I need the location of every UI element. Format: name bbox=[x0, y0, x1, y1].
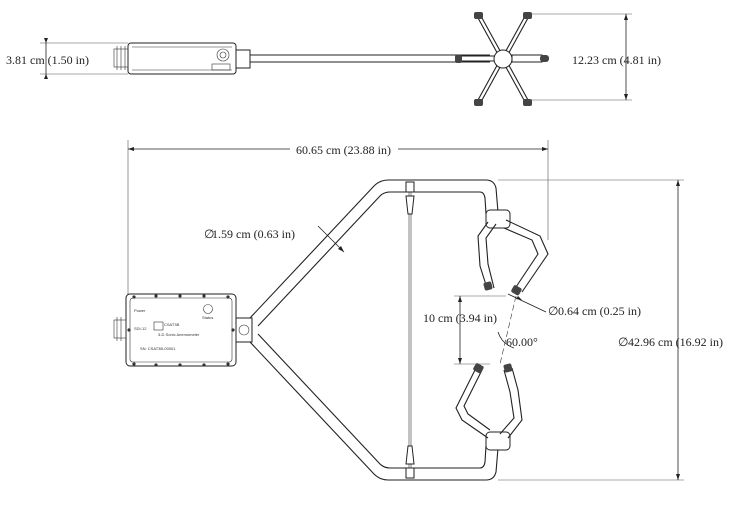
lower-transducer-cluster bbox=[455, 363, 523, 451]
top-height-label: 3.81 cm (1.50 in) bbox=[6, 53, 89, 67]
status-led-top-inner bbox=[219, 51, 227, 59]
mount-bracket bbox=[235, 317, 253, 343]
upper-transducer-left bbox=[477, 221, 489, 289]
top-transducer-hub bbox=[455, 12, 549, 106]
lower-arm-inner bbox=[257, 333, 487, 469]
box-screws bbox=[127, 294, 235, 367]
length-arrow-left bbox=[128, 147, 134, 151]
top-height-arrow-lower bbox=[44, 74, 48, 79]
box-label-sdi: SDI-12 bbox=[134, 326, 147, 331]
top-view: 3.81 cm (1.50 in) bbox=[6, 12, 661, 106]
transducer-span-label: 12.23 cm (4.81 in) bbox=[572, 53, 661, 67]
transducer-tip bbox=[523, 12, 532, 19]
transducer-head bbox=[473, 363, 484, 374]
upper-transducer-right-inner bbox=[503, 227, 539, 291]
lower-transducer-left bbox=[455, 367, 489, 439]
overall-diameter-symbol: ∅ bbox=[618, 335, 628, 349]
nose-probe bbox=[511, 54, 543, 63]
lower-arm-outer bbox=[249, 341, 499, 481]
status-led-top bbox=[216, 48, 230, 62]
span-arrow-lower bbox=[624, 94, 628, 100]
path-arrow-lower bbox=[458, 358, 462, 364]
rod-end-lower bbox=[405, 445, 415, 465]
status-led bbox=[203, 304, 213, 314]
transducer-tip bbox=[523, 99, 532, 106]
overall-diameter-label: 42.96 cm (16.92 in) bbox=[628, 335, 723, 349]
angle-centerline bbox=[499, 295, 517, 365]
transducer-tip bbox=[455, 55, 462, 63]
upper-arm bbox=[249, 179, 499, 327]
nose-probe-tip bbox=[540, 55, 549, 62]
transducer-head bbox=[511, 285, 522, 296]
transducer-tip bbox=[474, 99, 483, 106]
support-rod bbox=[405, 192, 415, 468]
arm-diameter-arrow bbox=[338, 246, 344, 252]
diameter-arrow-upper bbox=[676, 180, 680, 186]
box-label-status: Status bbox=[202, 315, 213, 320]
arm-diameter-label: 1.59 cm (0.63 in) bbox=[212, 227, 295, 241]
box-label-power: Power bbox=[134, 308, 146, 313]
hub-top bbox=[493, 49, 513, 69]
upper-arm-inner bbox=[257, 191, 487, 327]
transducer-arm bbox=[477, 17, 501, 59]
lower-transducer-right bbox=[507, 367, 523, 439]
overall-length-label: 60.65 cm (23.88 in) bbox=[296, 143, 391, 157]
electronics-box: CSAT3B 3-D Sonic Anemometer Power SDI-12… bbox=[113, 293, 237, 367]
diameter-arrow-lower bbox=[676, 474, 680, 480]
lower-arm bbox=[249, 333, 499, 481]
transducer-head bbox=[483, 281, 493, 291]
transducer-diameter-leader bbox=[507, 293, 547, 313]
lower-transducer-left-inner bbox=[463, 369, 491, 431]
transducer-arm bbox=[477, 59, 501, 101]
arm-diameter-symbol: ∅ bbox=[204, 227, 214, 241]
path-arrow-upper bbox=[458, 296, 462, 302]
rod-end-upper bbox=[405, 195, 415, 215]
upper-transducer-hub bbox=[485, 209, 511, 229]
brand-logo-mark bbox=[153, 321, 164, 331]
lower-clamp bbox=[405, 467, 415, 479]
transducer-diameter-label: 0.64 cm (0.25 in) bbox=[558, 304, 641, 318]
transducer-diameter-arrow bbox=[516, 296, 522, 300]
electronics-box-top bbox=[127, 42, 237, 75]
length-arrow-right bbox=[542, 147, 548, 151]
angle-label: 60.00° bbox=[506, 335, 538, 349]
upper-clamp bbox=[405, 181, 415, 193]
path-length-label: 10 cm (3.94 in) bbox=[423, 311, 497, 325]
lower-transducer-right-inner bbox=[499, 369, 515, 435]
top-height-arrow-upper bbox=[44, 38, 48, 43]
mount-block-top bbox=[235, 49, 251, 69]
transducer-diameter-symbol: ∅ bbox=[548, 304, 558, 318]
transducer-arm bbox=[505, 59, 529, 101]
lower-transducer-hub bbox=[485, 431, 511, 451]
upper-arm-outer bbox=[249, 179, 499, 319]
box-top-bracket bbox=[211, 63, 231, 71]
transducer-head bbox=[503, 363, 513, 373]
upper-transducer-cluster bbox=[477, 209, 549, 296]
span-arrow-upper bbox=[624, 14, 628, 20]
box-brand: CSAT3B bbox=[164, 322, 180, 327]
upper-transducer-right bbox=[505, 219, 549, 293]
mount-bolt bbox=[238, 324, 250, 336]
angle-arc bbox=[497, 331, 515, 349]
box-caption: 3-D Sonic Anemometer bbox=[158, 332, 200, 337]
box-serial: SN: CSAT3B-00001 bbox=[140, 346, 176, 351]
upper-transducer-left-inner bbox=[485, 223, 497, 289]
side-view: 60.65 cm (23.88 in) CSAT3B 3-D Sonic Ane… bbox=[113, 140, 723, 481]
transducer-tip bbox=[474, 12, 483, 19]
connector-side bbox=[113, 319, 127, 339]
transducer-arm bbox=[505, 17, 529, 59]
